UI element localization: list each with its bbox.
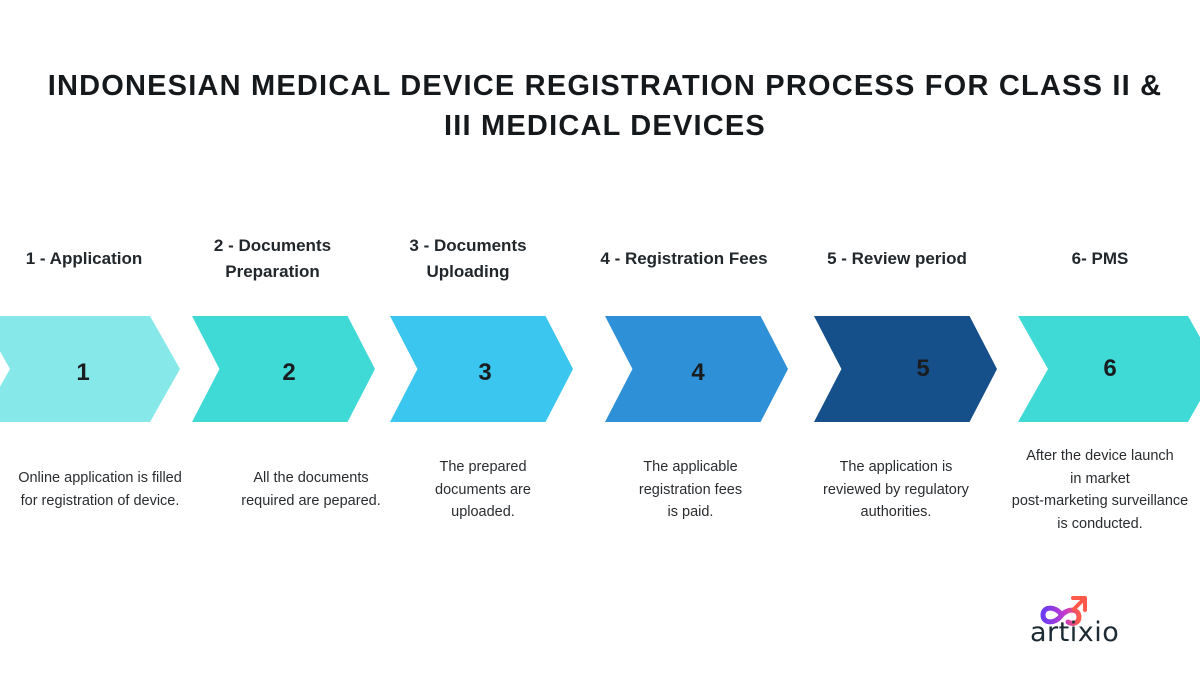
step-4-number: 4 bbox=[691, 359, 705, 386]
step-3-number: 3 bbox=[478, 359, 492, 386]
step-3-description: The prepared documents are uploaded. bbox=[435, 459, 531, 520]
step-2-number: 2 bbox=[282, 359, 296, 386]
step-4-description: The applicable registration fees is paid… bbox=[638, 459, 743, 520]
step-5-chevron bbox=[814, 316, 997, 422]
step-3-title: 3 - Documents Uploading bbox=[409, 236, 527, 281]
artixio-infinity-arrow-logo bbox=[1040, 596, 1087, 626]
page-title: INDONESIAN MEDICAL DEVICE REGISTRATION P… bbox=[47, 70, 1163, 142]
step-1-chevron bbox=[0, 316, 180, 422]
step-6-chevron bbox=[1018, 316, 1200, 422]
step-2-chevron bbox=[192, 316, 375, 422]
step-4-title: 4 - Registration Fees bbox=[600, 249, 768, 268]
step-1-number: 1 bbox=[76, 359, 90, 386]
logo-wordmark: artixio bbox=[1030, 617, 1120, 648]
step-6-description: After the device launch in market post-m… bbox=[1011, 448, 1189, 532]
step-1-description: Online application is filled for registr… bbox=[18, 470, 182, 509]
step-3-chevron bbox=[390, 316, 573, 422]
step-4-chevron bbox=[605, 316, 788, 422]
step-5-description: The application is reviewed by regulator… bbox=[823, 459, 969, 520]
step-1-title: 1 - Application bbox=[25, 249, 143, 268]
step-2-description: All the documents required are pepared. bbox=[241, 470, 381, 509]
step-5-title: 5 - Review period bbox=[827, 249, 967, 268]
step-5-number: 5 bbox=[916, 355, 930, 382]
step-2-title: 2 - Documents Preparation bbox=[213, 236, 332, 281]
step-6-number: 6 bbox=[1103, 355, 1117, 382]
step-6-title: 6- PMS bbox=[1071, 249, 1129, 268]
